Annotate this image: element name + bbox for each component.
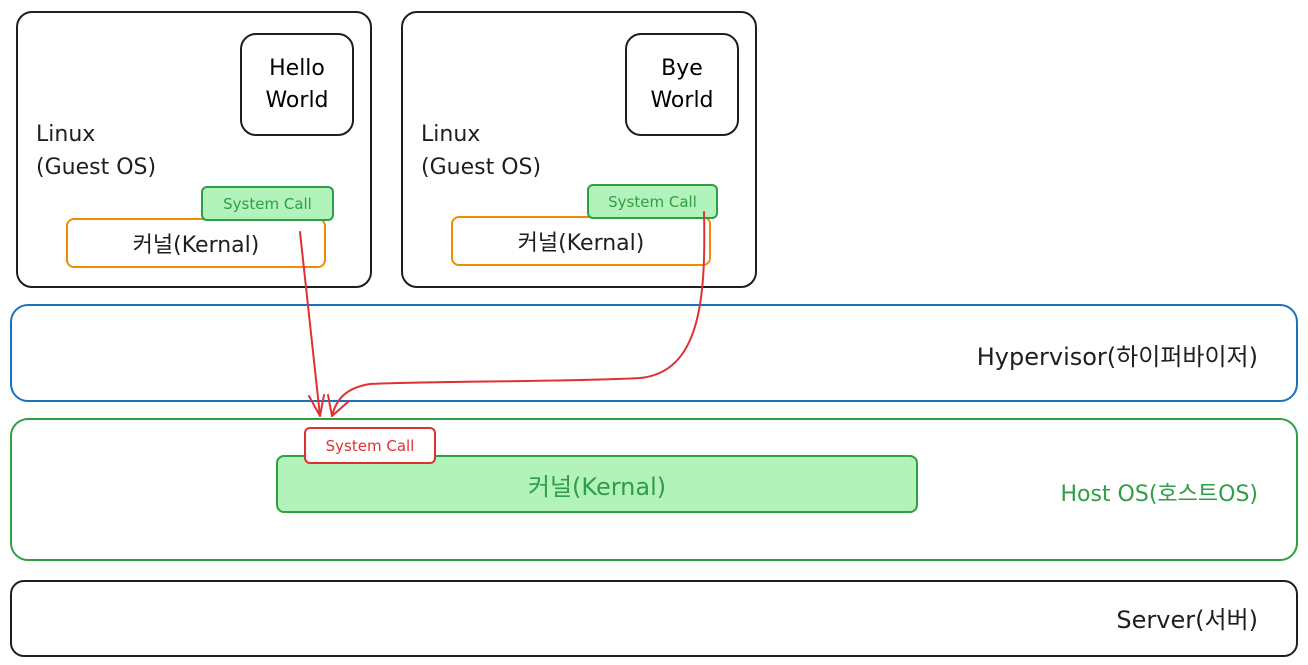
guest-kernel-2-label: 커널(Kernal) <box>517 231 645 256</box>
hypervisor-label: Hypervisor(하이퍼바이저) <box>976 343 1258 371</box>
hello-world-app: Hello World <box>240 33 354 136</box>
host-system-call-label: System Call <box>325 436 415 455</box>
guest-system-call-1: System Call <box>201 186 334 221</box>
host-kernel-label: 커널(Kernal) <box>527 472 667 501</box>
bye-world-label: Bye World <box>650 55 714 113</box>
guest-system-call-2: System Call <box>587 184 718 219</box>
hello-world-label: Hello World <box>265 55 329 113</box>
server-layer <box>10 580 1298 657</box>
host-kernel: 커널(Kernal) <box>276 455 918 513</box>
guest-os-label-1: Linux (Guest OS) <box>36 122 157 180</box>
server-label: Server(서버) <box>1116 606 1258 634</box>
guest-os-label-2: Linux (Guest OS) <box>421 122 542 180</box>
guest-kernel-1: 커널(Kernal) <box>66 218 326 268</box>
guest-vm-1 <box>16 11 372 288</box>
host-system-call: System Call <box>304 427 436 464</box>
guest-kernel-2: 커널(Kernal) <box>451 216 711 266</box>
host-os-label: Host OS(호스트OS) <box>1060 482 1258 507</box>
bye-world-app: Bye World <box>625 33 739 136</box>
host-os-layer <box>10 418 1298 561</box>
guest-system-call-2-label: System Call <box>608 192 697 211</box>
guest-kernel-1-label: 커널(Kernal) <box>132 233 260 258</box>
guest-system-call-1-label: System Call <box>223 194 312 213</box>
